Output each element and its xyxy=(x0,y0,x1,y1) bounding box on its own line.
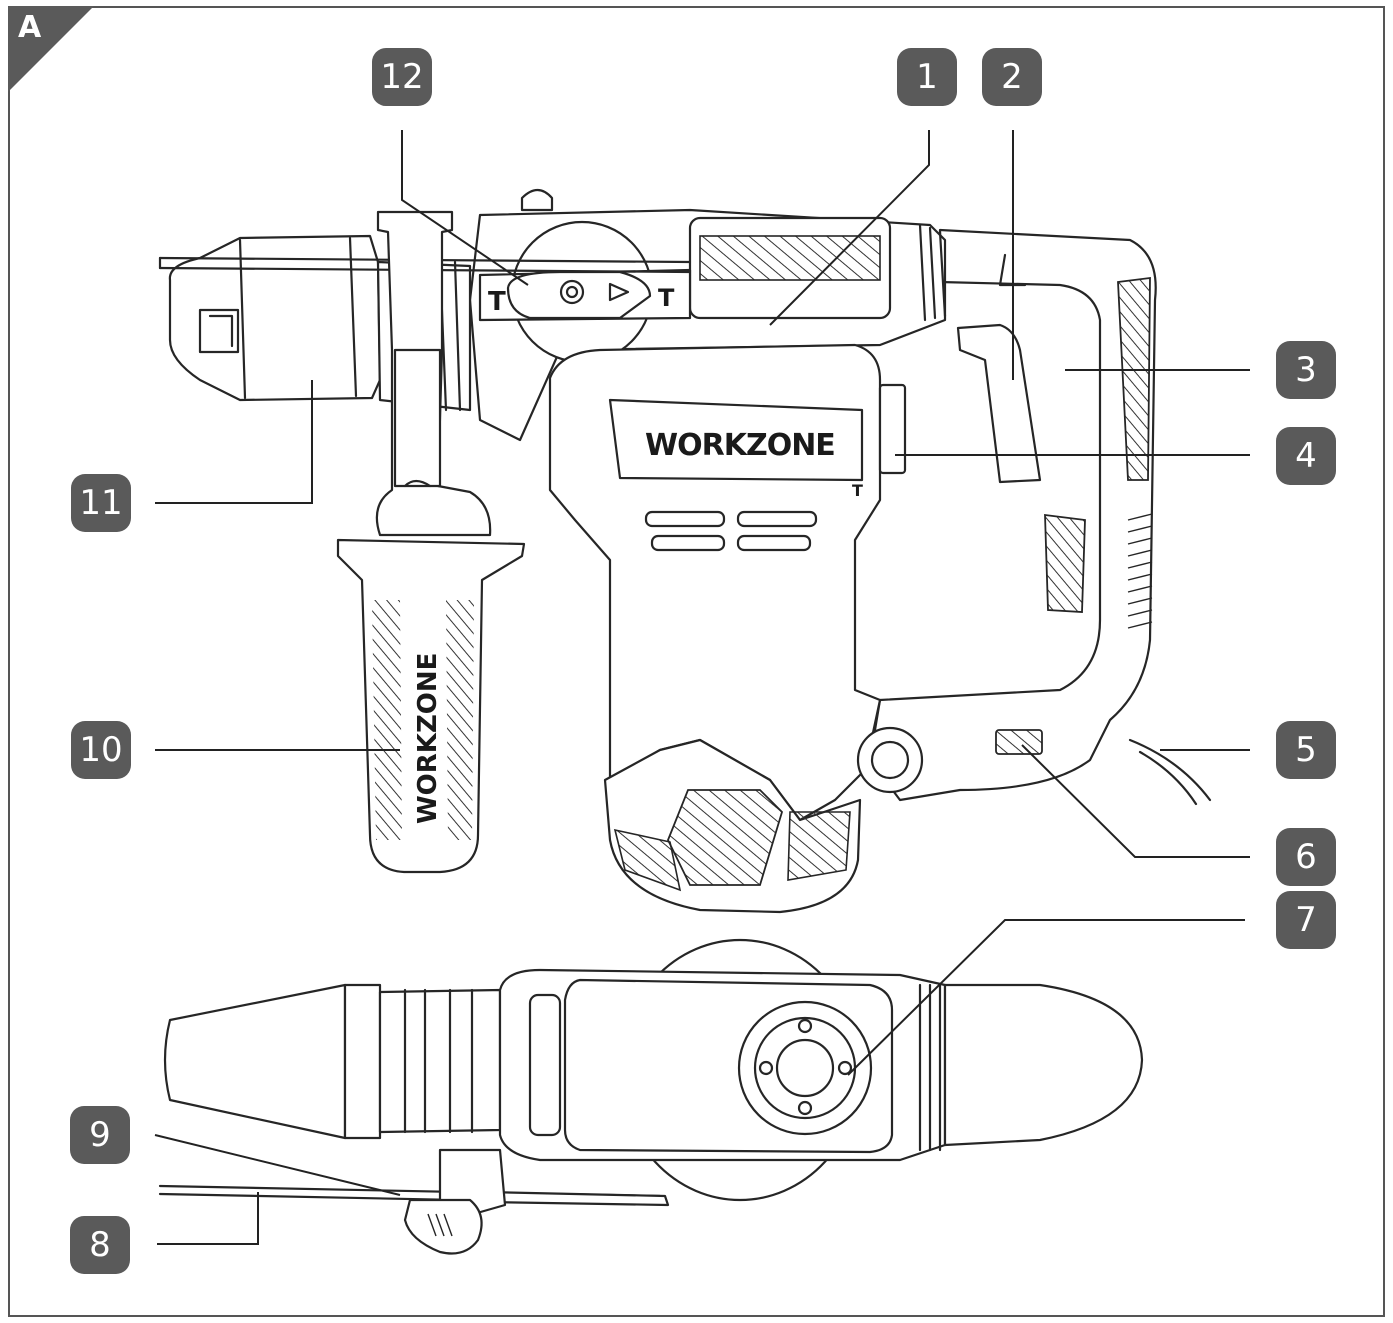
top-view-handle xyxy=(943,983,1144,1147)
panel-letter: A xyxy=(18,10,42,45)
panel-symbol: T xyxy=(852,481,863,500)
panel-corner-tab xyxy=(8,6,94,92)
drill-top-view xyxy=(158,938,1144,1255)
figure-frame xyxy=(8,6,1385,1317)
callout-10: 10 xyxy=(71,721,131,779)
drill-side-view: T T WORKZONE T xyxy=(158,188,1212,914)
callout-2: 2 xyxy=(982,48,1042,106)
callout-leaders xyxy=(154,130,1250,1245)
callout-3: 3 xyxy=(1276,341,1336,399)
callout-5: 5 xyxy=(1276,721,1336,779)
selector-symbol-left: T xyxy=(488,287,506,317)
callout-7: 7 xyxy=(1276,891,1336,949)
handle-brand-label: WORKZONE xyxy=(413,653,443,824)
on-off-trigger xyxy=(956,323,1042,484)
callout-1: 1 xyxy=(897,48,957,106)
top-view-chuck xyxy=(163,983,347,1140)
callout-12: 12 xyxy=(372,48,432,106)
callout-11: 11 xyxy=(71,474,131,532)
callout-4: 4 xyxy=(1276,427,1336,485)
selector-symbol-right: T xyxy=(658,284,675,312)
depth-stop-clamp xyxy=(403,1198,483,1255)
callout-9: 9 xyxy=(70,1106,130,1164)
callout-6: 6 xyxy=(1276,828,1336,886)
carbon-brush-cover xyxy=(737,1000,873,1136)
side-switch xyxy=(878,383,907,475)
handle-pivot xyxy=(856,726,924,794)
callout-8: 8 xyxy=(70,1216,130,1274)
brand-label: WORKZONE xyxy=(645,428,835,463)
handle-grip-texture xyxy=(1117,276,1151,481)
motor-vent-slots xyxy=(644,510,818,552)
speed-wheel xyxy=(995,729,1043,755)
power-cable xyxy=(1128,738,1212,802)
